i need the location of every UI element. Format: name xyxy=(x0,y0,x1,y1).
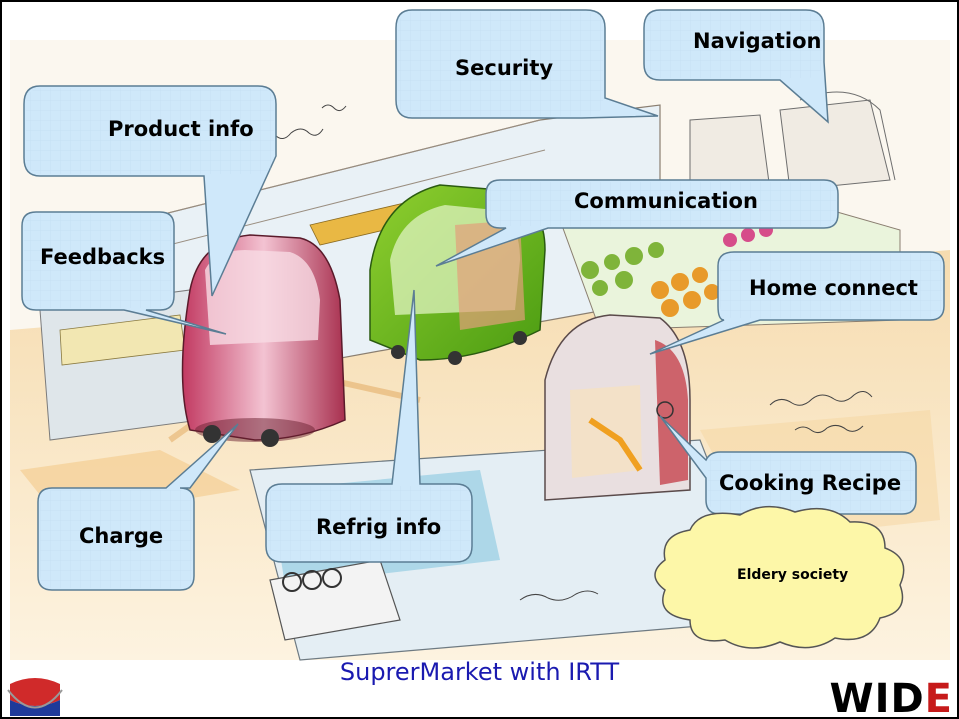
slide-title: SuprerMarket with IRTT xyxy=(339,658,620,686)
product-info-label: Product info xyxy=(108,117,254,141)
pink-vehicle-sketch xyxy=(181,234,346,447)
security-label: Security xyxy=(455,56,554,80)
wide-logo-prefix: WID xyxy=(829,676,925,719)
wide-logo-suffix: E xyxy=(924,676,953,719)
university-logo xyxy=(7,678,63,716)
communication-label: Communication xyxy=(574,189,758,213)
charge-label: Charge xyxy=(79,524,164,548)
wide-logo: WIDE xyxy=(829,676,953,719)
foreground-car-sketch xyxy=(269,559,401,641)
navigation-label: Navigation xyxy=(693,29,822,53)
eldery-society-label: Eldery society xyxy=(737,567,849,583)
callout-grid-overlay xyxy=(24,12,942,588)
feedbacks-label: Feedbacks xyxy=(40,245,166,269)
cooking-recipe-label: Cooking Recipe xyxy=(719,471,902,495)
eldery-society-cloud xyxy=(654,506,905,649)
cooking-pod-sketch xyxy=(544,314,691,501)
home-connect-label: Home connect xyxy=(749,276,918,300)
refrig-info-label: Refrig info xyxy=(316,515,442,539)
